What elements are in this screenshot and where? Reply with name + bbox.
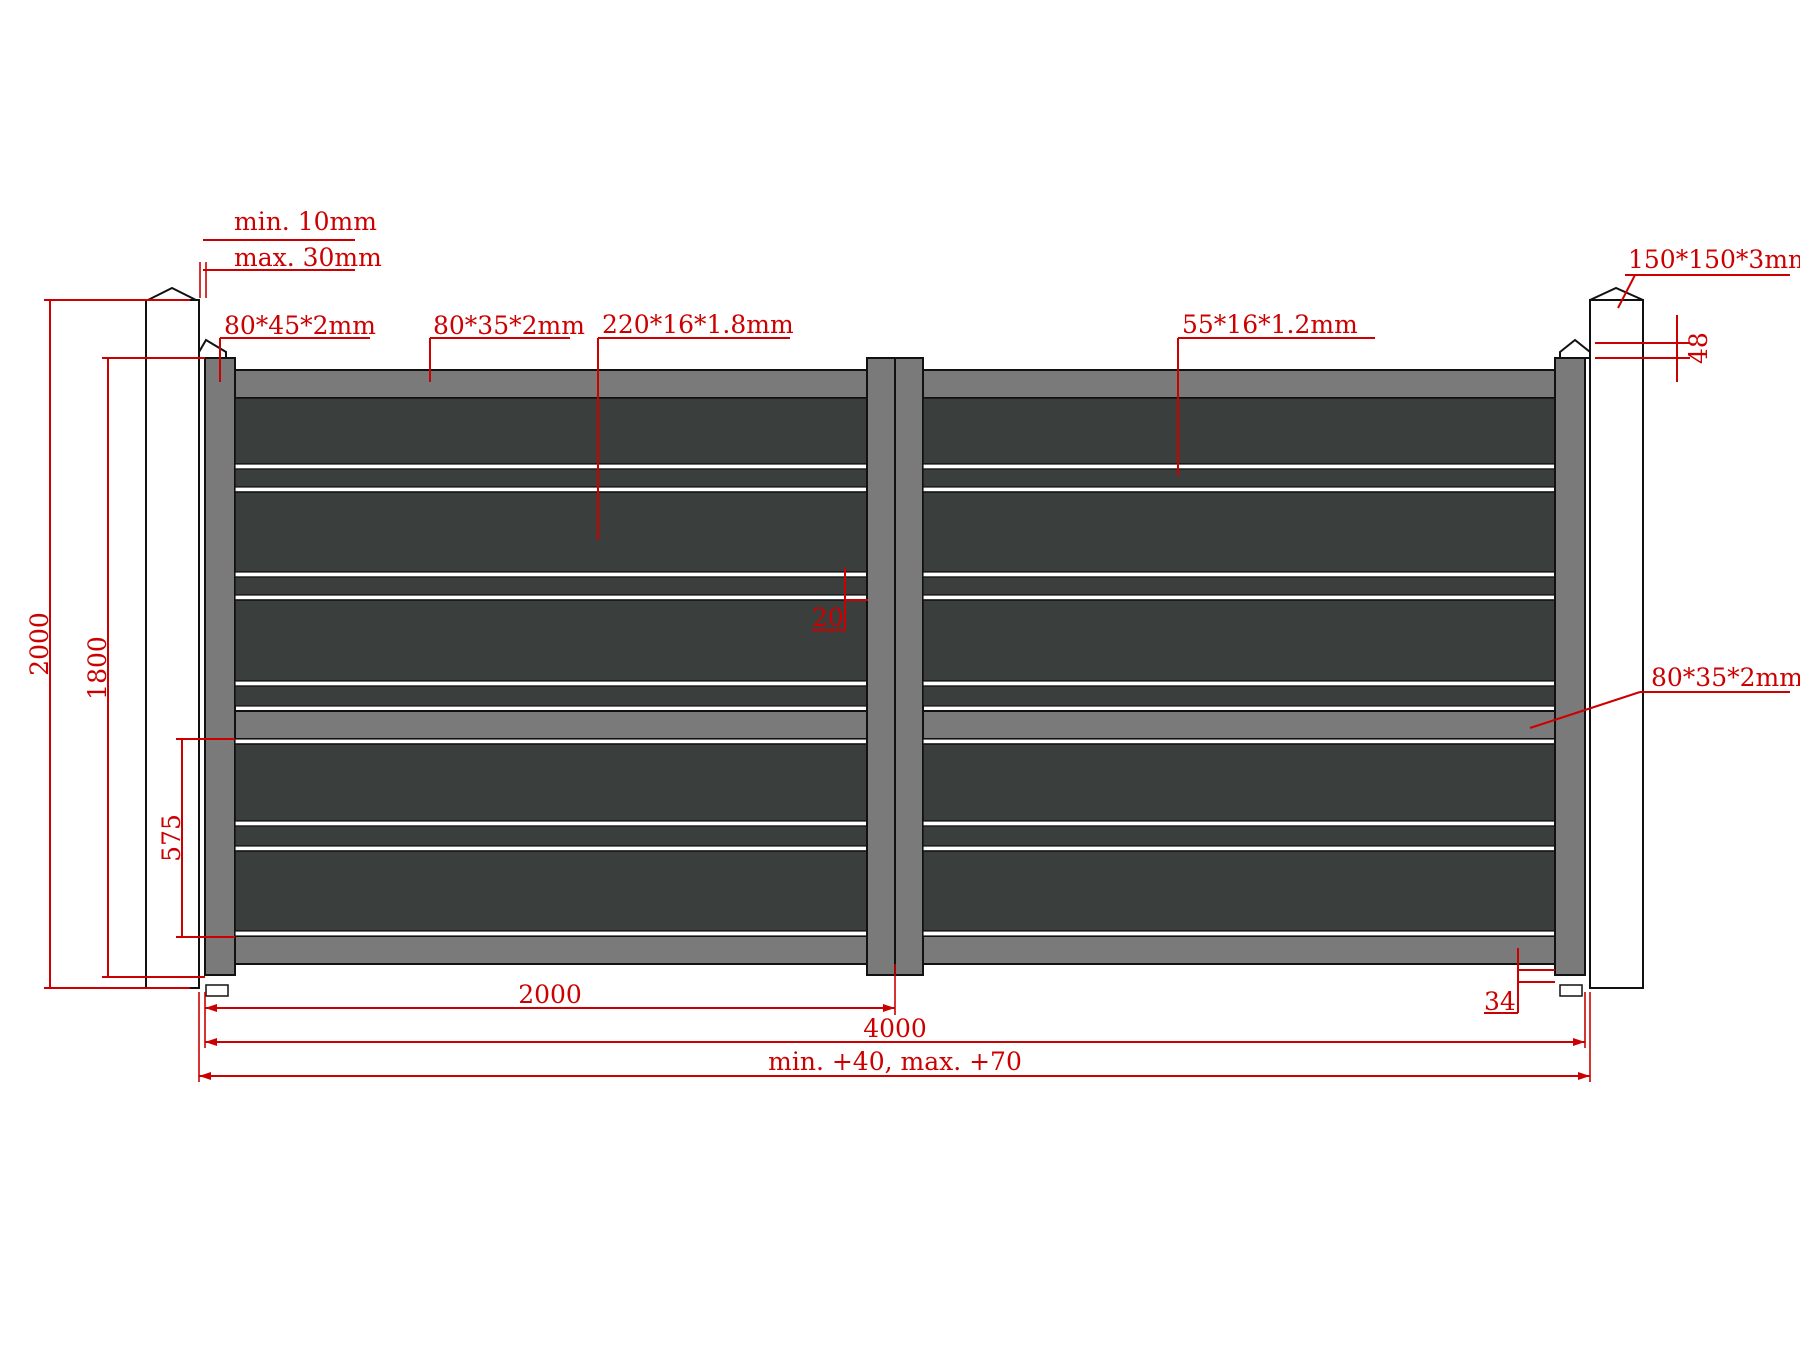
gap-min-label: min. 10mm	[234, 207, 377, 236]
narrow-slat-label: 55*16*1.2mm	[1182, 310, 1358, 339]
left-gate-leaf	[204, 357, 896, 976]
total-height-label: 2000	[25, 612, 54, 676]
dim-34-label: 34	[1484, 987, 1516, 1016]
post-size-label: 150*150*3mm	[1628, 245, 1800, 274]
wide-slat-label: 220*16*1.8mm	[602, 310, 794, 339]
dim-20-label: 20	[812, 603, 844, 632]
dimension-lines	[44, 239, 1790, 1082]
side-profile-label: 80*45*2mm	[224, 311, 376, 340]
leaf-width-label: 2000	[518, 980, 582, 1009]
right-gate-leaf	[894, 357, 1586, 976]
total-width-label: 4000	[863, 1014, 927, 1043]
mid-height-label: 575	[157, 814, 186, 862]
mid-rail-label: 80*35*2mm	[1651, 663, 1800, 692]
right-post	[1559, 286, 1644, 997]
dim-48-label: 48	[1684, 332, 1713, 364]
clearance-label: min. +40, max. +70	[768, 1047, 1022, 1076]
gap-max-label: max. 30mm	[234, 243, 382, 272]
left-post	[145, 286, 229, 997]
gate-height-label: 1800	[83, 636, 112, 700]
top-rail-label: 80*35*2mm	[433, 311, 585, 340]
